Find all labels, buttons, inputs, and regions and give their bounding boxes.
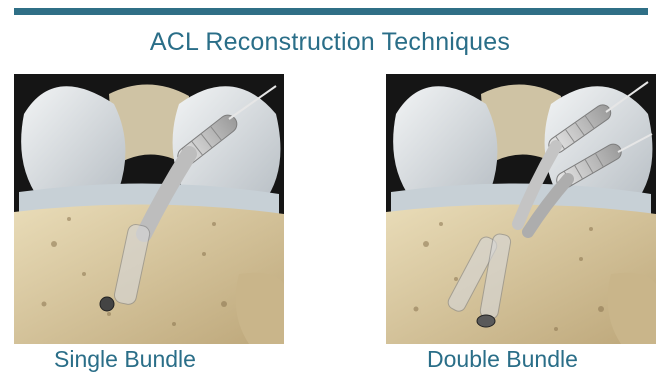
single-bundle-illustration [14, 74, 284, 344]
double-bundle-knee-svg [386, 74, 656, 344]
figure-title: ACL Reconstruction Techniques [0, 28, 660, 57]
double-bundle-illustration [386, 74, 656, 344]
caption-single-bundle: Single Bundle [54, 346, 196, 373]
top-rule [14, 8, 648, 15]
caption-double-bundle: Double Bundle [427, 346, 578, 373]
tunnel-aperture [477, 315, 495, 327]
single-bundle-knee-svg [14, 74, 284, 344]
fixation-screw [100, 297, 114, 311]
